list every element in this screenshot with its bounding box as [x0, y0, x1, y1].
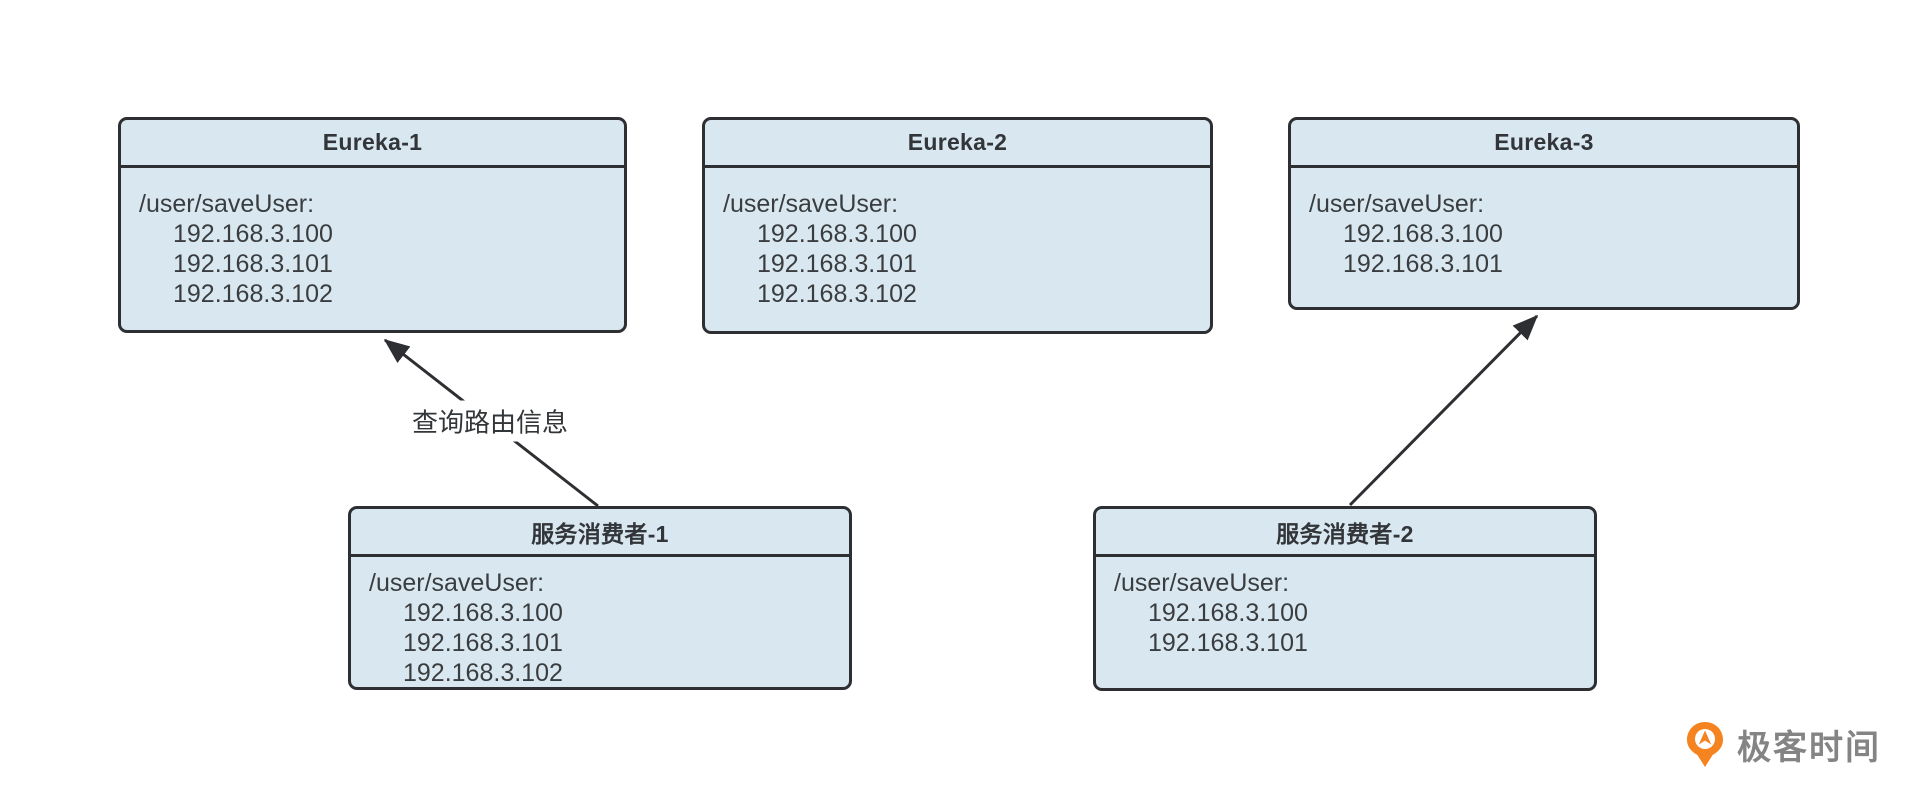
- ip-address: 192.168.3.101: [173, 250, 333, 278]
- arrow-label-query-route: 查询路由信息: [405, 400, 575, 442]
- ip-address: 192.168.3.101: [757, 250, 917, 278]
- route-path: /user/saveUser:: [1114, 569, 1290, 597]
- ip-address: 192.168.3.100: [173, 220, 333, 248]
- geektime-logo: 极客时间: [1686, 720, 1881, 769]
- geektime-pin-icon: [1687, 722, 1723, 767]
- ip-address: 192.168.3.100: [1148, 599, 1308, 627]
- node-title: 服务消费者-2: [1096, 509, 1594, 557]
- geektime-logo-text: 极客时间: [1737, 729, 1881, 767]
- route-path: /user/saveUser:: [1309, 190, 1485, 218]
- node-title: Eureka-2: [705, 120, 1210, 168]
- ip-address: 192.168.3.101: [403, 629, 563, 657]
- ip-address: 192.168.3.100: [757, 220, 917, 248]
- ip-address: 192.168.3.101: [1343, 250, 1503, 278]
- ip-address: 192.168.3.100: [1343, 220, 1503, 248]
- ip-address: 192.168.3.102: [757, 280, 917, 308]
- route-path: /user/saveUser:: [723, 190, 899, 218]
- route-path: /user/saveUser:: [139, 190, 315, 218]
- ip-address: 192.168.3.100: [403, 599, 563, 627]
- node-title: Eureka-1: [121, 120, 624, 168]
- node-title: 服务消费者-1: [351, 509, 849, 557]
- node-title: Eureka-3: [1291, 120, 1797, 168]
- route-path: /user/saveUser:: [369, 569, 545, 597]
- ip-address: 192.168.3.102: [173, 280, 333, 308]
- ip-address: 192.168.3.101: [1148, 629, 1308, 657]
- ip-address: 192.168.3.102: [403, 659, 563, 687]
- arrow-consumer2-to-eureka3: [1348, 314, 1539, 507]
